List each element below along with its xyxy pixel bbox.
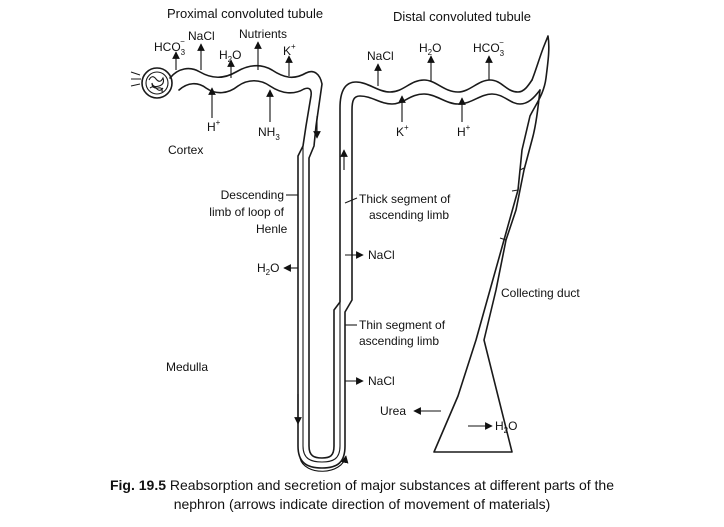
glomerulus — [130, 67, 173, 99]
thin-segment-nacl-label: NaCl — [368, 374, 395, 388]
dct-potassium-label: K+ — [396, 123, 409, 139]
collecting-duct-label: Collecting duct — [501, 286, 580, 300]
medulla-label: Medulla — [166, 360, 208, 374]
dct-hydrogen-label: H+ — [457, 123, 471, 139]
thick-segment-nacl-label: NaCl — [368, 248, 395, 262]
pct-nacl-label: NaCl — [188, 29, 215, 43]
dct-arrows — [374, 55, 493, 122]
dct-nacl-label: NaCl — [367, 49, 394, 63]
thin-segment-label-2: ascending limb — [359, 334, 439, 348]
nephron-tubule — [169, 64, 541, 469]
flow-arrows — [294, 116, 349, 472]
urea-label: Urea — [380, 404, 406, 418]
leader-lines — [286, 194, 358, 326]
descending-limb-label-1: Descending — [221, 188, 284, 202]
descending-water-label: H2O — [257, 261, 279, 277]
loop-arrows — [283, 251, 493, 430]
pct-water-label: H2O — [219, 48, 241, 64]
pct-ammonia-label: NH3 — [258, 125, 280, 142]
proximal-tubule-label: Proximal convoluted tubule — [167, 6, 323, 21]
pct-hydrogen-label: H+ — [207, 118, 221, 134]
figure-caption: Fig. 19.5 Reabsorption and secretion of … — [6, 476, 718, 514]
thick-segment-label-1: Thick segment of — [359, 192, 451, 206]
thick-segment-label-2: ascending limb — [369, 208, 449, 222]
pct-potassium-label: K+ — [283, 42, 296, 58]
pct-arrows — [172, 41, 293, 122]
caption-line-2: nephron (arrows indicate direction of mo… — [173, 496, 551, 512]
pct-nutrients-label: Nutrients — [239, 27, 287, 41]
descending-limb-label-2: limb of loop of — [209, 205, 284, 219]
collecting-duct-water-label: H2O — [495, 419, 517, 435]
distal-tubule-label: Distal convoluted tubule — [393, 9, 531, 24]
pct-bicarbonate-label: HCO3− — [154, 37, 186, 57]
cortex-label: Cortex — [168, 143, 203, 157]
descending-limb-label-3: Henle — [256, 222, 288, 236]
collecting-duct — [433, 35, 550, 453]
dct-bicarbonate-label: HCO3− — [473, 38, 505, 58]
dct-water-label: H2O — [419, 41, 441, 57]
caption-line-1: Reabsorption and secretion of major subs… — [169, 477, 615, 493]
figure-number: Fig. 19.5 — [109, 477, 166, 493]
thin-segment-label-1: Thin segment of — [359, 318, 446, 332]
